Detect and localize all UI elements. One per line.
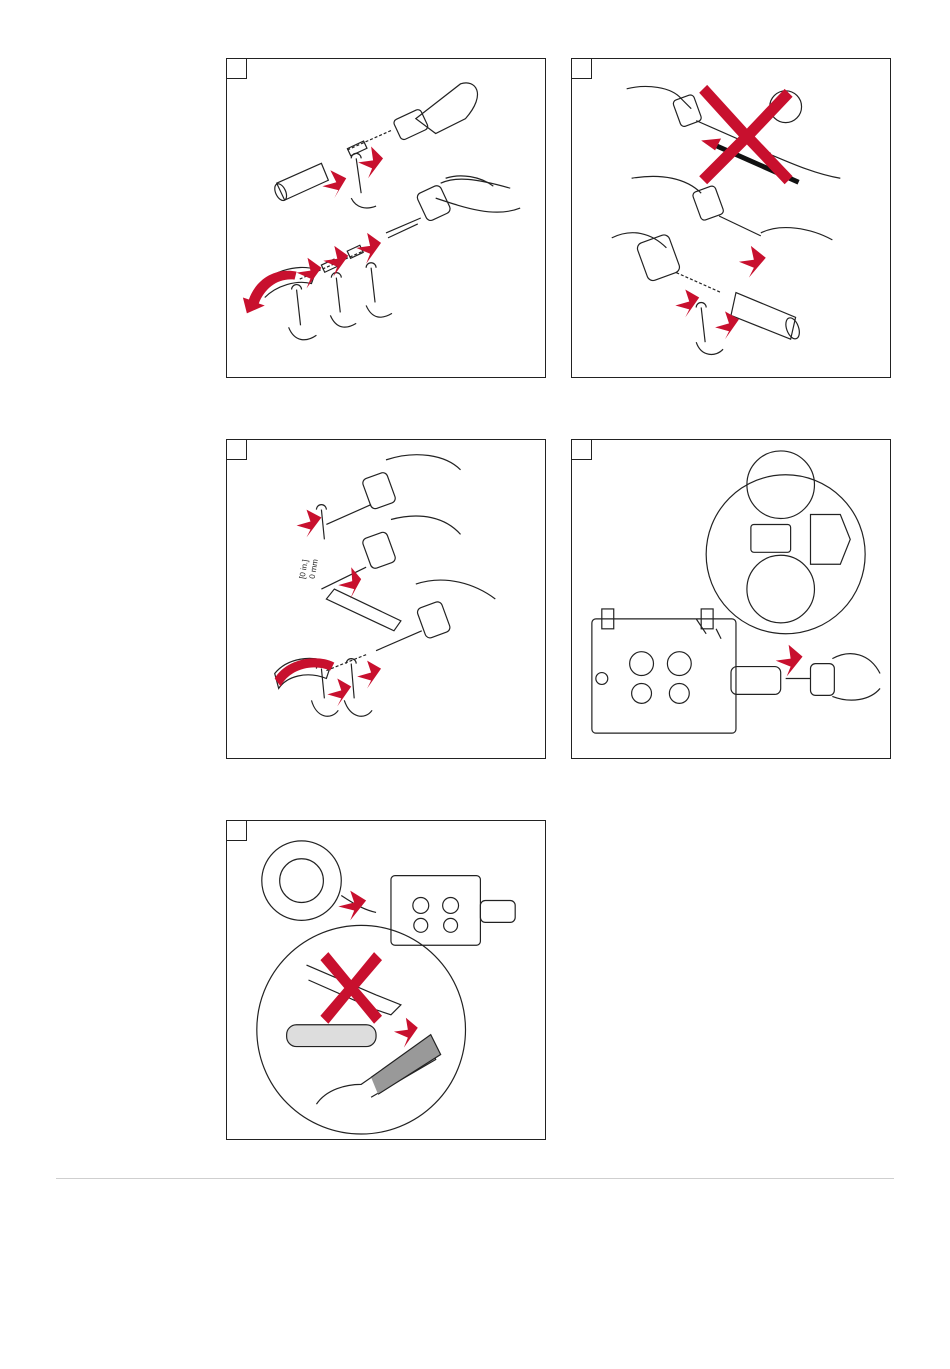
red-arrow-group	[243, 146, 383, 313]
detail-magnifier	[706, 475, 865, 634]
torch-disassembly-illustration	[227, 59, 545, 377]
red-arrow-icon	[356, 233, 381, 264]
illustration-panel-5	[226, 820, 546, 1140]
red-arrow-icon	[739, 246, 766, 278]
red-arrow-icon	[357, 661, 381, 689]
wire-feeder-illustration	[572, 440, 890, 758]
red-arrow-icon	[338, 567, 361, 599]
red-cross-icon	[320, 952, 382, 1024]
liner-cutting-illustration: [0 in.] 0 mm	[227, 440, 545, 758]
red-cross-icon	[699, 85, 792, 184]
wire-deburring-illustration	[227, 821, 545, 1139]
red-arrow-icon	[715, 311, 739, 339]
red-arrow-icon	[327, 679, 351, 707]
red-arrow-icon	[338, 891, 366, 921]
footer-divider	[56, 1178, 894, 1179]
red-arrow-icon	[776, 645, 803, 677]
illustration-panel-2	[571, 58, 891, 378]
illustration-panel-1	[226, 58, 546, 378]
wire-spool	[262, 841, 342, 921]
liner-insertion-illustration	[572, 59, 890, 377]
red-arrow-icon	[297, 258, 322, 289]
illustration-panel-4	[571, 439, 891, 759]
red-arrow-icon	[297, 510, 322, 538]
red-arrow-icon	[323, 246, 348, 277]
red-arrow-icon	[394, 1018, 418, 1048]
red-arrow-icon	[243, 271, 297, 314]
illustration-panel-3: [0 in.] 0 mm	[226, 439, 546, 759]
red-arrow-icon	[675, 290, 699, 318]
